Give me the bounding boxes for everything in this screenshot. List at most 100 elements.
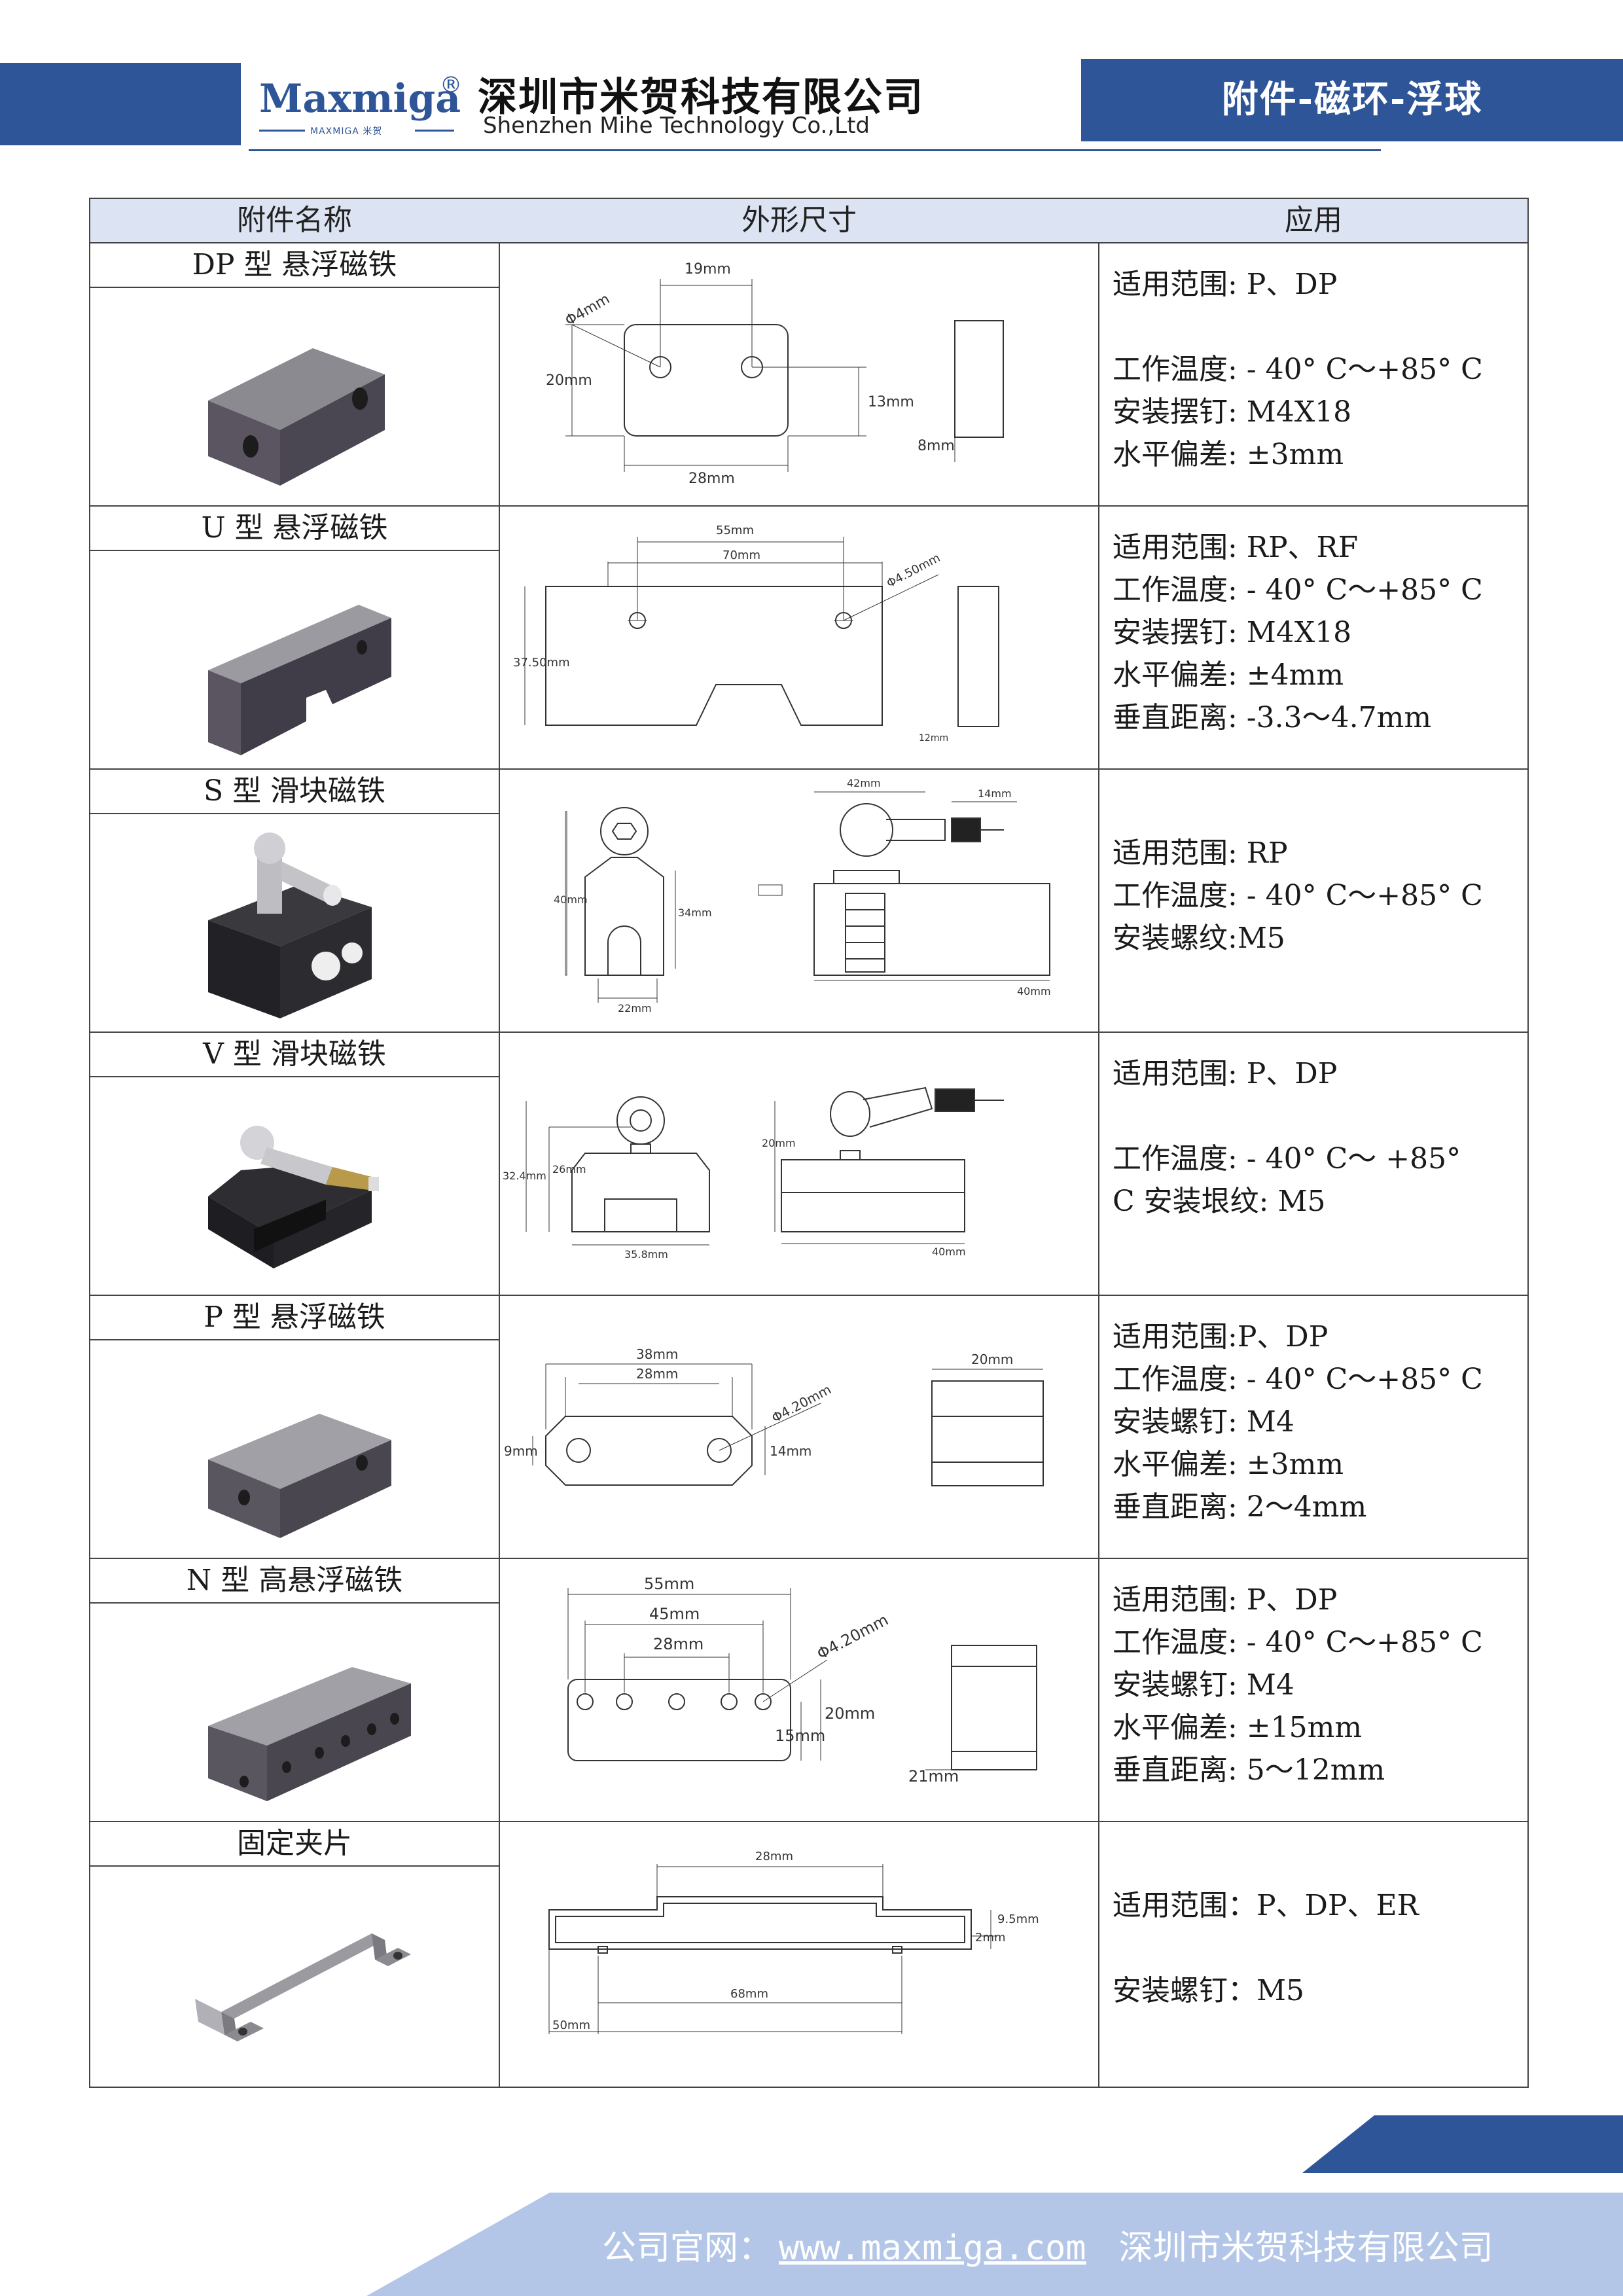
dim-label: 35.8mm [624,1248,668,1261]
item-name: V 型 滑块磁铁 [90,1033,499,1077]
dim-label: 28mm [636,1366,678,1382]
dim-label: 38mm [636,1346,678,1362]
spec-line: 工作温度: - 40° C～ +85° [1113,1142,1461,1175]
dim-label: 42mm [847,777,881,789]
spec-list: 适用范围：P、DP、ER 安装螺钉：M5 [1113,1842,1525,2012]
v-dimension-drawing: 26mm 32.4mm 35.8mm 20mm 40mm [503,1086,1004,1261]
spec-line [1113,1842,1525,1884]
table-row-u: U 型 悬浮磁铁 55mm 70mm Φ4.50mm 37.50mm 12mm … [90,507,1527,770]
spec-line: 安装螺钉: M4 [1113,1668,1294,1702]
spec-line: 安装螺钉：M5 [1113,1974,1305,2007]
dim-label: 20mm [825,1704,875,1723]
spec-line [1113,1927,1525,1969]
spec-line: 适用范围:P、DP [1113,1320,1329,1354]
spec-line: 适用范围: RP [1113,836,1288,870]
spec-line: 工作温度: - 40° C～+85° C [1113,1626,1483,1659]
spec-line: 适用范围: P、DP [1113,268,1338,301]
footer-accent [1302,2115,1623,2173]
spec-line: 安装摆钉: M4X18 [1113,616,1352,649]
table-row-v: V 型 滑块磁铁 [90,1033,1527,1296]
dim-label: 32.4mm [503,1170,546,1182]
item-name: U 型 悬浮磁铁 [90,507,499,551]
item-name: 固定夹片 [90,1822,499,1867]
footer-company: 深圳市米贺科技有限公司 [1118,2229,1493,2268]
u-dimension-drawing: 55mm 70mm Φ4.50mm 37.50mm 12mm [513,524,999,744]
dim-label: 20mm [762,1137,796,1149]
spec-line [1113,1095,1525,1138]
dim-label: 70mm [722,548,760,562]
table-row-p: P 型 悬浮磁铁 38mm 28mm Φ4.20mm 9mm 14mm [90,1296,1527,1559]
header-name: 附件名称 [237,204,352,237]
spec-line: 水平偏差: ±3mm [1113,438,1344,471]
dim-label: 55mm [644,1575,694,1593]
spec-line: 水平偏差: ±4mm [1113,658,1344,692]
dim-label: 34mm [678,906,712,919]
spec-list: 适用范围: P、DP 工作温度: - 40° C～+85° C 安装摆钉: M4… [1113,263,1525,476]
dim-label: 12mm [919,733,948,744]
column-divider [1098,199,1099,2087]
dim-label: 15mm [775,1727,825,1745]
website-link[interactable]: www.maxmiga.com [779,2229,1086,2268]
spec-line [1113,789,1525,832]
spec-line: 垂直距离: -3.3～4.7mm [1113,701,1432,734]
clip-dimension-drawing: 28mm 9.5mm 2mm 68mm 50mm [548,1850,1039,2034]
spec-line: 安装螺纹:M5 [1113,922,1285,955]
item-name: S 型 滑块磁铁 [90,770,499,814]
spec-line: 适用范围: RP、RF [1113,531,1359,564]
logo-registered-mark: ® [440,72,462,98]
n-magnet-photo [208,1667,411,1801]
v-magnet-photo [208,1126,379,1268]
dim-label: 22mm [618,1002,652,1014]
spec-line: 水平偏差: ±15mm [1113,1711,1363,1744]
dim-label: 40mm [554,893,588,906]
dim-label: 2mm [975,1931,1006,1945]
dim-label: 20mm [546,372,592,389]
s-magnet-photo [208,833,372,1018]
spec-line: 适用范围: P、DP [1113,1583,1338,1617]
table-row-n: N 型 高悬浮磁铁 5 [90,1559,1527,1822]
item-name: P 型 悬浮磁铁 [90,1296,499,1340]
spec-line: C 安装垠纹: M5 [1113,1185,1326,1218]
header-band-right [1081,59,1623,141]
dim-label: 55mm [716,524,754,537]
spec-line: 水平偏差: ±3mm [1113,1448,1344,1481]
dim-label: 13mm [868,394,914,410]
spec-line: 工作温度: - 40° C～+85° C [1113,879,1483,912]
dim-label: 28mm [755,1850,793,1863]
logo-rule-right [415,130,454,132]
section-title: 附件-磁环-浮球 [1221,79,1483,121]
p-dimension-drawing: 38mm 28mm Φ4.20mm 9mm 14mm 20mm [504,1346,1044,1486]
header-band-left [0,63,241,145]
u-magnet-photo [208,605,391,755]
spec-line: 垂直距离: 2～4mm [1113,1490,1367,1524]
spec-line: 工作温度: - 40° C～+85° C [1113,353,1483,386]
spec-line: 安装摆钉: M4X18 [1113,395,1352,429]
item-name: N 型 高悬浮磁铁 [90,1559,499,1604]
dim-label: 9mm [504,1443,538,1459]
dim-label: Φ4.20mm [814,1611,891,1664]
header-rule [249,149,1381,151]
column-divider [499,199,500,2087]
dim-label: 20mm [971,1352,1013,1367]
spec-line [1113,306,1525,348]
clip-photo [195,1933,411,2041]
header-dimensions: 外形尺寸 [741,204,857,237]
dp-dimension-drawing: 19mm Φ4mm 20mm 13mm 28mm 8mm [546,261,1004,487]
dim-label: 19mm [685,261,731,278]
s-dimension-drawing: 42mm 14mm 40mm 34mm 22mm 40mm [554,777,1051,1014]
company-logo: Maxmiga ® MAXMIGA 米贺 [259,72,462,137]
dim-label: Φ4.50mm [884,551,942,590]
p-magnet-photo [208,1414,391,1538]
company-name-en: Shenzhen Mihe Technology Co.,Ltd [483,113,870,139]
table-row-s: S 型 滑块磁铁 [90,770,1527,1033]
dim-label: 21mm [908,1767,959,1785]
spec-line: 适用范围：P、DP、ER [1113,1889,1419,1922]
dim-label: 68mm [730,1987,768,2001]
dim-label: 26mm [552,1163,586,1175]
dp-magnet-photo [208,348,385,486]
dim-label: 50mm [552,2018,590,2032]
footer-band [366,2193,1623,2296]
table-row-dp: DP 型 悬浮磁铁 19mm Φ4mm 20mm 13mm [90,243,1527,507]
item-name: DP 型 悬浮磁铁 [90,243,499,288]
